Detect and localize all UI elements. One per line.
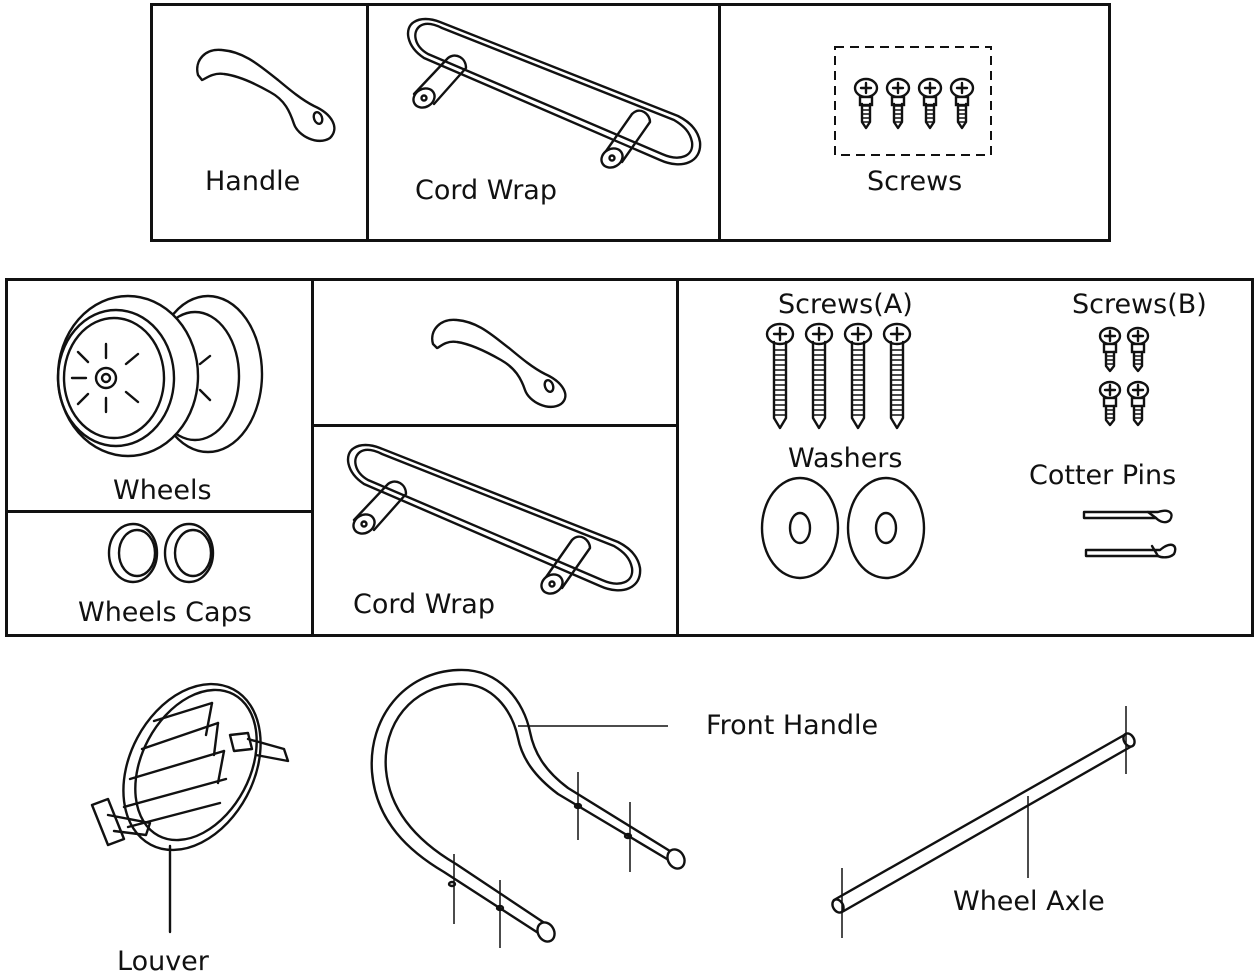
louver-label: Louver — [117, 946, 209, 977]
handle-small-icon — [431, 318, 567, 409]
front-handle-icon — [370, 668, 686, 948]
cord-wrap-label: Cord Wrap — [415, 175, 557, 206]
middle-parts-box — [5, 278, 1254, 637]
wheels-icon — [56, 294, 264, 458]
louver-leader-line — [168, 844, 172, 934]
washers-label: Washers — [788, 443, 903, 474]
screws-a-label: Screws(A) — [778, 289, 913, 320]
wheel-axle-label: Wheel Axle — [953, 886, 1105, 917]
cotter-pins-label: Cotter Pins — [1029, 460, 1177, 491]
cord-wrap-small-label: Cord Wrap — [353, 589, 495, 620]
wheels-divider — [5, 510, 313, 513]
wheel-caps-label: Wheels Caps — [78, 597, 252, 628]
cotter-pins-icon — [1082, 509, 1177, 559]
wheel-caps-icon — [107, 522, 215, 584]
middle-divider-1 — [311, 278, 314, 637]
cord-wrap-icon — [406, 17, 702, 169]
screws-b-label: Screws(B) — [1072, 289, 1207, 320]
wheels-label: Wheels — [113, 475, 212, 506]
middle-divider-2 — [676, 278, 679, 637]
front-handle-label: Front Handle — [706, 710, 879, 741]
handle-cordwrap-divider — [311, 424, 678, 427]
top-divider-1 — [366, 3, 369, 242]
top-divider-2 — [718, 3, 721, 242]
cord-wrap-small-icon — [346, 443, 642, 595]
handle-icon — [196, 48, 336, 143]
screws-b-icon — [1098, 326, 1150, 427]
screws-icon — [834, 46, 992, 156]
louver-icon — [90, 682, 290, 852]
washers-icon — [760, 476, 926, 580]
handle-label: Handle — [205, 166, 301, 197]
top-parts-box — [150, 3, 1111, 242]
screws-label: Screws — [867, 166, 963, 197]
screws-a-icon — [765, 322, 912, 430]
wheel-axle-icon — [831, 706, 1136, 938]
